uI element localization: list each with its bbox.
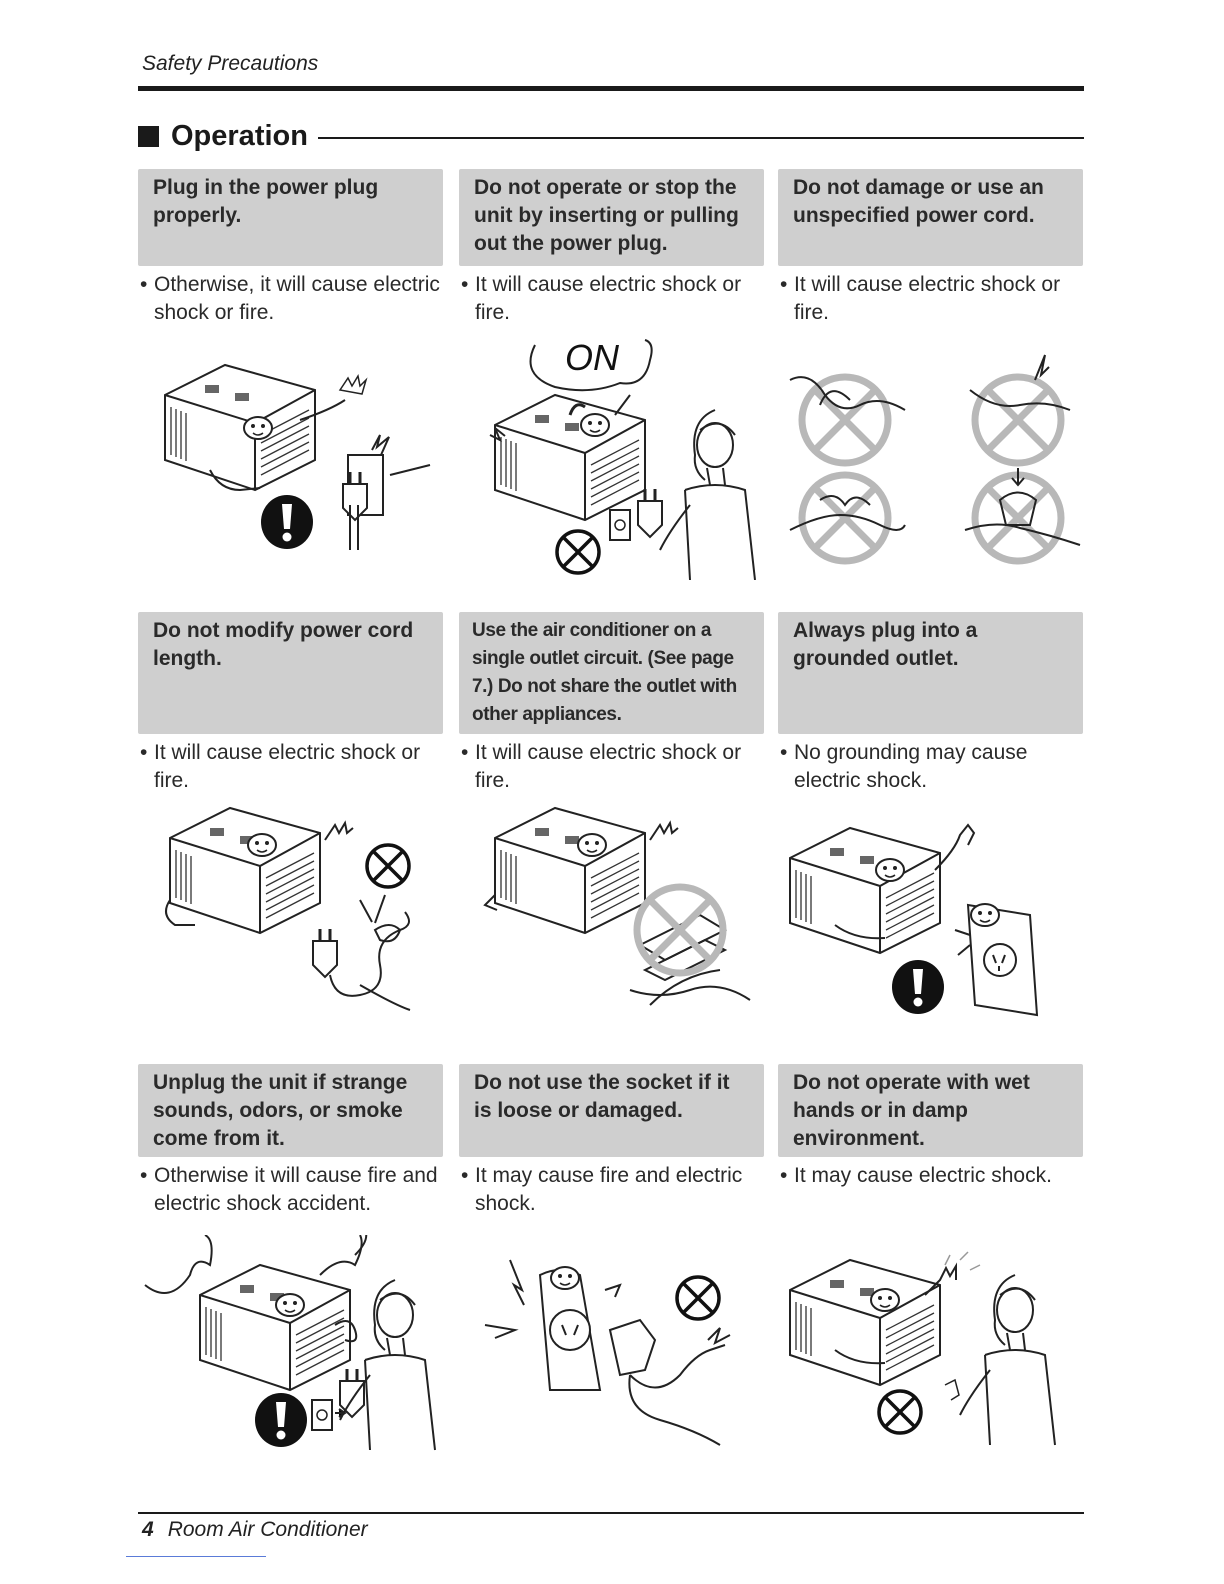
section-square-icon <box>138 125 159 147</box>
precaution-heading: Use the air conditioner on a single outl… <box>459 612 764 734</box>
precaution-8: Do not use the socket if it is loose or … <box>459 1064 764 1218</box>
illustration-wet-hands <box>785 1245 1070 1460</box>
precaution-text: •It may cause electric shock. <box>780 1164 1052 1187</box>
precaution-2: Do not operate or stop the unit by inser… <box>459 169 764 327</box>
footer-link-underline <box>126 1556 266 1557</box>
precaution-3: Do not damage or use an unspecified powe… <box>778 169 1083 327</box>
precaution-heading: Do not modify power cord length. <box>138 612 443 734</box>
precaution-5: Use the air conditioner on a single outl… <box>459 612 764 795</box>
footer-rule <box>138 1512 1084 1514</box>
precaution-heading: Do not operate with wet hands or in damp… <box>778 1064 1083 1157</box>
precaution-heading: Do not operate or stop the unit by inser… <box>459 169 764 266</box>
precaution-1: Plug in the power plug properly. •Otherw… <box>138 169 443 327</box>
precaution-text: •Otherwise it will cause fire and electr… <box>140 1164 438 1215</box>
prohibited-icon <box>555 529 601 575</box>
precaution-text: •It will cause electric shock or fire. <box>780 273 1061 324</box>
header-rule <box>138 86 1084 91</box>
prohibited-icon <box>365 843 411 889</box>
illustration-loose-socket <box>480 1250 760 1455</box>
precaution-9: Do not operate with wet hands or in damp… <box>778 1064 1083 1190</box>
precaution-text: •It may cause fire and electric shock. <box>461 1164 743 1215</box>
illustration-on-off-by-plug: ON <box>480 335 770 580</box>
on-callout: ON <box>565 337 620 378</box>
section-title: Operation <box>171 119 308 152</box>
illustration-plug-in-properly <box>160 350 440 560</box>
document-title: Room Air Conditioner <box>167 1518 368 1541</box>
mandatory-icon <box>892 960 944 1014</box>
illustration-cord-damage <box>780 350 1085 575</box>
precaution-text: •It will cause electric shock or fire. <box>461 273 742 324</box>
precaution-heading: Unplug the unit if strange sounds, odors… <box>138 1064 443 1157</box>
precaution-text: •It will cause electric shock or fire. <box>140 741 421 792</box>
illustration-unplug-smoke <box>140 1235 440 1460</box>
precaution-heading: Always plug into a grounded outlet. <box>778 612 1083 734</box>
section-heading: Operation <box>138 116 1084 156</box>
running-head: Safety Precautions <box>142 52 319 75</box>
prohibited-icon <box>877 1389 923 1435</box>
precaution-4: Do not modify power cord length. •It wil… <box>138 612 443 795</box>
page-footer: 4 Room Air Conditioner <box>142 1518 368 1542</box>
precaution-6: Always plug into a grounded outlet. •No … <box>778 612 1083 795</box>
precaution-text: •No grounding may cause electric shock. <box>780 741 1028 792</box>
illustration-grounded-outlet <box>785 820 1075 1030</box>
precaution-text: •It will cause electric shock or fire. <box>461 741 742 792</box>
precaution-text: •Otherwise, it will cause electric shock… <box>140 273 440 324</box>
precaution-7: Unplug the unit if strange sounds, odors… <box>138 1064 443 1218</box>
mandatory-icon <box>261 495 313 549</box>
illustration-modify-cord <box>160 800 440 1015</box>
section-rule <box>317 137 1084 139</box>
mandatory-icon <box>255 1393 307 1447</box>
precaution-heading: Plug in the power plug properly. <box>138 169 443 266</box>
illustration-single-outlet <box>480 800 760 1015</box>
precaution-heading: Do not damage or use an unspecified powe… <box>778 169 1083 266</box>
prohibited-icon <box>675 1275 721 1321</box>
precaution-heading: Do not use the socket if it is loose or … <box>459 1064 764 1157</box>
page-number: 4 <box>142 1518 154 1541</box>
